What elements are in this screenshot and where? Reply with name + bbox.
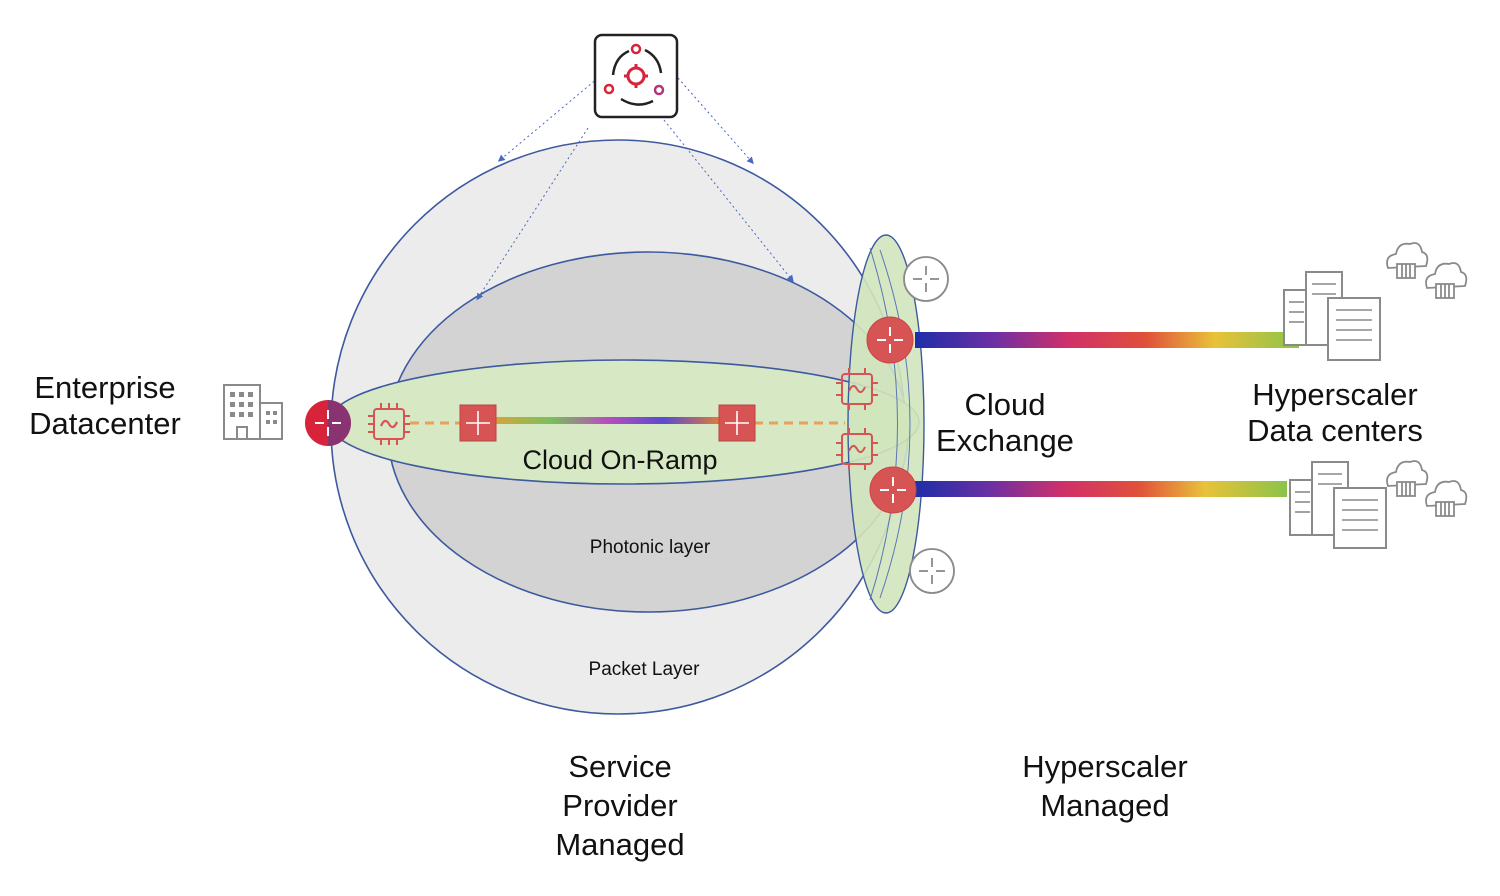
enterprise-datacenter-label: Enterprise Datacenter <box>10 370 200 441</box>
orchestrator-gear-cycle-icon <box>593 33 679 119</box>
cloud-exchange-line1: Cloud <box>964 387 1046 422</box>
packet-switch-icon <box>459 404 497 442</box>
exchange-router-icon <box>869 466 917 514</box>
exchange-router-icon <box>866 316 914 364</box>
enterprise-label-line1: Enterprise <box>34 370 176 405</box>
optical-chip-icon <box>836 368 878 410</box>
hyperscaler-managed-label: Hyperscaler Managed <box>995 748 1215 826</box>
photonic-layer-label: Photonic layer <box>589 537 711 558</box>
hyperscaler-dc-line1: Hyperscaler <box>1252 377 1418 412</box>
cloud-storage-icon <box>1386 460 1429 497</box>
office-building-icon <box>223 384 283 440</box>
cloud-storage-icon <box>1425 480 1468 517</box>
enterprise-router-icon <box>305 400 351 446</box>
optical-chip-icon <box>836 428 878 470</box>
service-provider-managed-label: Service Provider Managed <box>520 748 720 864</box>
sp-managed-line2: Provider <box>562 787 678 823</box>
orchestration-links <box>476 77 794 301</box>
cloud-exchange-inner-arc <box>869 247 898 601</box>
cloud-storage-icon <box>1425 262 1468 299</box>
hyperscaler-dc-line2: Data centers <box>1247 412 1423 448</box>
data-center-buildings-icon <box>1289 461 1387 549</box>
cloud-onramp-label: Cloud On-Ramp <box>522 445 718 475</box>
hs-managed-line1: Hyperscaler <box>1022 749 1188 784</box>
hs-managed-line2: Managed <box>1040 787 1170 823</box>
hyperscaler-link-top <box>915 332 1299 348</box>
hyperscaler-link-bottom <box>915 481 1287 497</box>
data-center-buildings-icon <box>1283 271 1381 361</box>
cloud-exchange-inner-arc <box>879 249 911 599</box>
sp-managed-line3: Managed <box>555 826 685 862</box>
cloud-storage-icon <box>1386 242 1429 279</box>
sp-managed-line1: Service <box>568 749 672 784</box>
packet-switch-icon <box>718 404 756 442</box>
enterprise-label-line2: Datacenter <box>29 405 181 441</box>
router-icon <box>909 548 955 594</box>
cloud-exchange-line2: Exchange <box>936 422 1074 458</box>
hyperscaler-datacenters-label: Hyperscaler Data centers <box>1225 377 1445 448</box>
onramp-wavelength-link <box>494 417 720 424</box>
optical-chip-icon <box>368 403 410 445</box>
router-icon <box>903 256 949 302</box>
packet-layer-label: Packet Layer <box>588 659 700 680</box>
cloud-exchange-label: Cloud Exchange <box>920 387 1090 458</box>
